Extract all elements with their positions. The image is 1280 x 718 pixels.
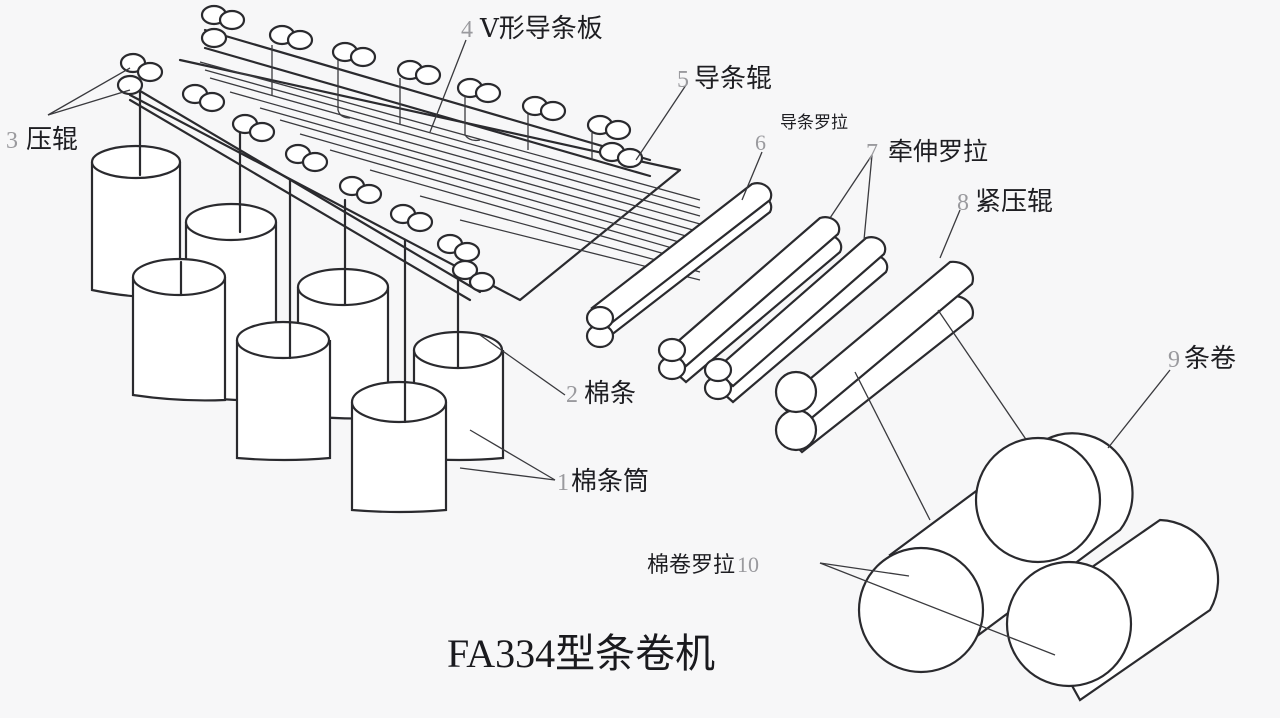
label-text: 棉条筒 <box>571 467 649 497</box>
label-guide-roller: 5 导条辊 <box>677 64 772 94</box>
label-text: 导条罗拉 <box>780 113 848 133</box>
sliver-can <box>235 178 332 462</box>
label-text: 紧压辊 <box>975 187 1053 217</box>
label-number: 3 <box>6 128 18 154</box>
guide-roll <box>585 182 773 349</box>
roller-pair <box>181 83 496 293</box>
label-text: 导条辊 <box>694 64 772 94</box>
label-number: 6 <box>755 130 766 155</box>
lap-rolls <box>819 432 1220 702</box>
label-number: 4 <box>461 17 473 43</box>
lap-roll-back <box>1005 560 1133 688</box>
lap-roll-front <box>857 546 985 674</box>
leader-lines <box>47 39 1171 481</box>
label-draft-roll: 7 牵伸罗拉 <box>866 137 988 166</box>
sliver-can <box>131 257 227 402</box>
label-lap-roll: 棉卷罗拉 10 <box>647 552 759 578</box>
label-press-roller: 3 压辊 <box>6 125 78 155</box>
lap-body <box>974 436 1102 564</box>
label-number: 8 <box>957 190 969 216</box>
diagram-title: FA334型条卷机 <box>447 631 715 676</box>
label-text: V形导条板 <box>479 14 603 44</box>
guide-rollers-lower <box>116 52 496 302</box>
label-v-guide-plate: 4 V形导条板 <box>461 14 603 44</box>
lap-web <box>854 309 1041 521</box>
sliver-cans <box>90 78 505 514</box>
label-text: 棉条 <box>584 379 636 409</box>
roller-pair <box>200 4 644 169</box>
sliver-drops <box>271 45 593 160</box>
label-text: 牵伸罗拉 <box>888 137 988 166</box>
label-lap: 9 条卷 <box>1168 344 1236 374</box>
label-text: 条卷 <box>1184 344 1236 374</box>
label-sliver: 2 棉条 <box>566 379 636 409</box>
label-number: 5 <box>677 67 689 93</box>
label-text: 棉卷罗拉 <box>647 553 735 578</box>
label-calender-roller: 8 紧压辊 <box>957 187 1053 217</box>
v-guide-plate <box>128 58 701 302</box>
calender-rollers <box>774 260 975 454</box>
sliver-can <box>350 238 448 514</box>
draft-rolls <box>657 216 889 404</box>
label-number: 1 <box>557 470 569 496</box>
label-number: 7 <box>866 140 878 166</box>
sliver-strands <box>199 61 701 281</box>
label-number: 9 <box>1168 347 1180 373</box>
label-guide-roll: 导条罗拉 6 <box>755 113 848 155</box>
guide-rollers-upper <box>200 4 652 178</box>
label-text: 压辊 <box>26 125 78 155</box>
label-number: 2 <box>566 382 578 408</box>
label-number: 10 <box>737 552 759 577</box>
press-roller <box>116 52 164 96</box>
label-sliver-can: 1 棉条筒 <box>557 467 649 497</box>
labels: 3 压辊 4 V形导条板 5 导条辊 导条罗拉 6 7 牵伸罗拉 8 紧压辊 9… <box>6 14 1236 578</box>
